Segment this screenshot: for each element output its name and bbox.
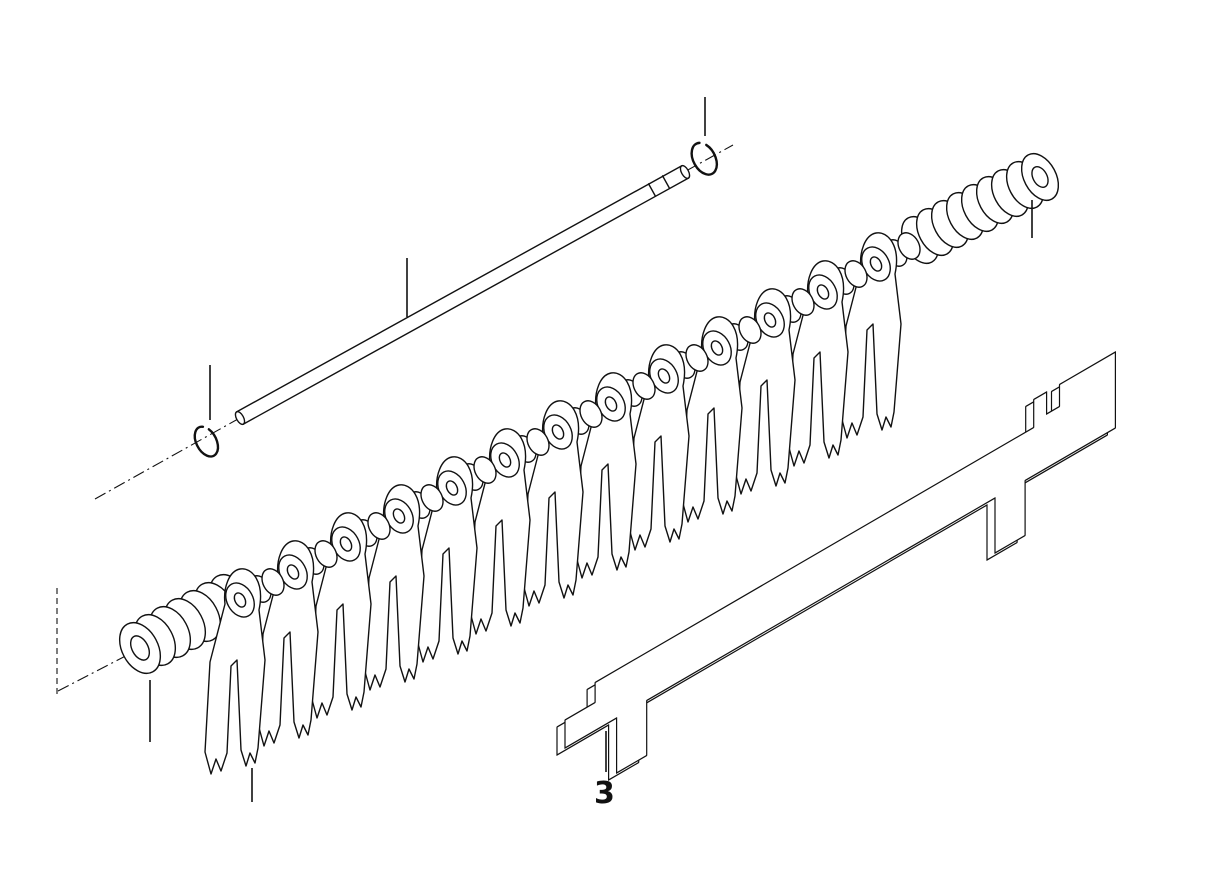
- centerline-assembly-axis: [57, 633, 169, 692]
- spring-left: [110, 567, 260, 681]
- tube-collar-line-1: [647, 183, 657, 197]
- part-3-label: 3: [594, 776, 615, 811]
- centerline-shaft-right: [685, 144, 734, 172]
- centerline-shaft-left: [94, 418, 239, 500]
- tube-left-end-cap: [234, 410, 246, 426]
- circlip-left: [193, 425, 220, 458]
- shaft-tube: [234, 164, 691, 426]
- tube-collar-line-2: [661, 175, 671, 189]
- tine-assembly: [205, 229, 924, 774]
- spring-right-end-hole: [1031, 166, 1049, 188]
- tube-lower-edge: [242, 177, 690, 425]
- tube-right-end-cap: [679, 164, 691, 180]
- spring-left-end-hole: [129, 635, 151, 661]
- mounting-bar: [556, 351, 1117, 781]
- mounting-bar-face: [564, 351, 1117, 774]
- circlip-right: [690, 141, 719, 176]
- tube-upper-edge: [235, 165, 683, 413]
- spring-right: [893, 146, 1067, 271]
